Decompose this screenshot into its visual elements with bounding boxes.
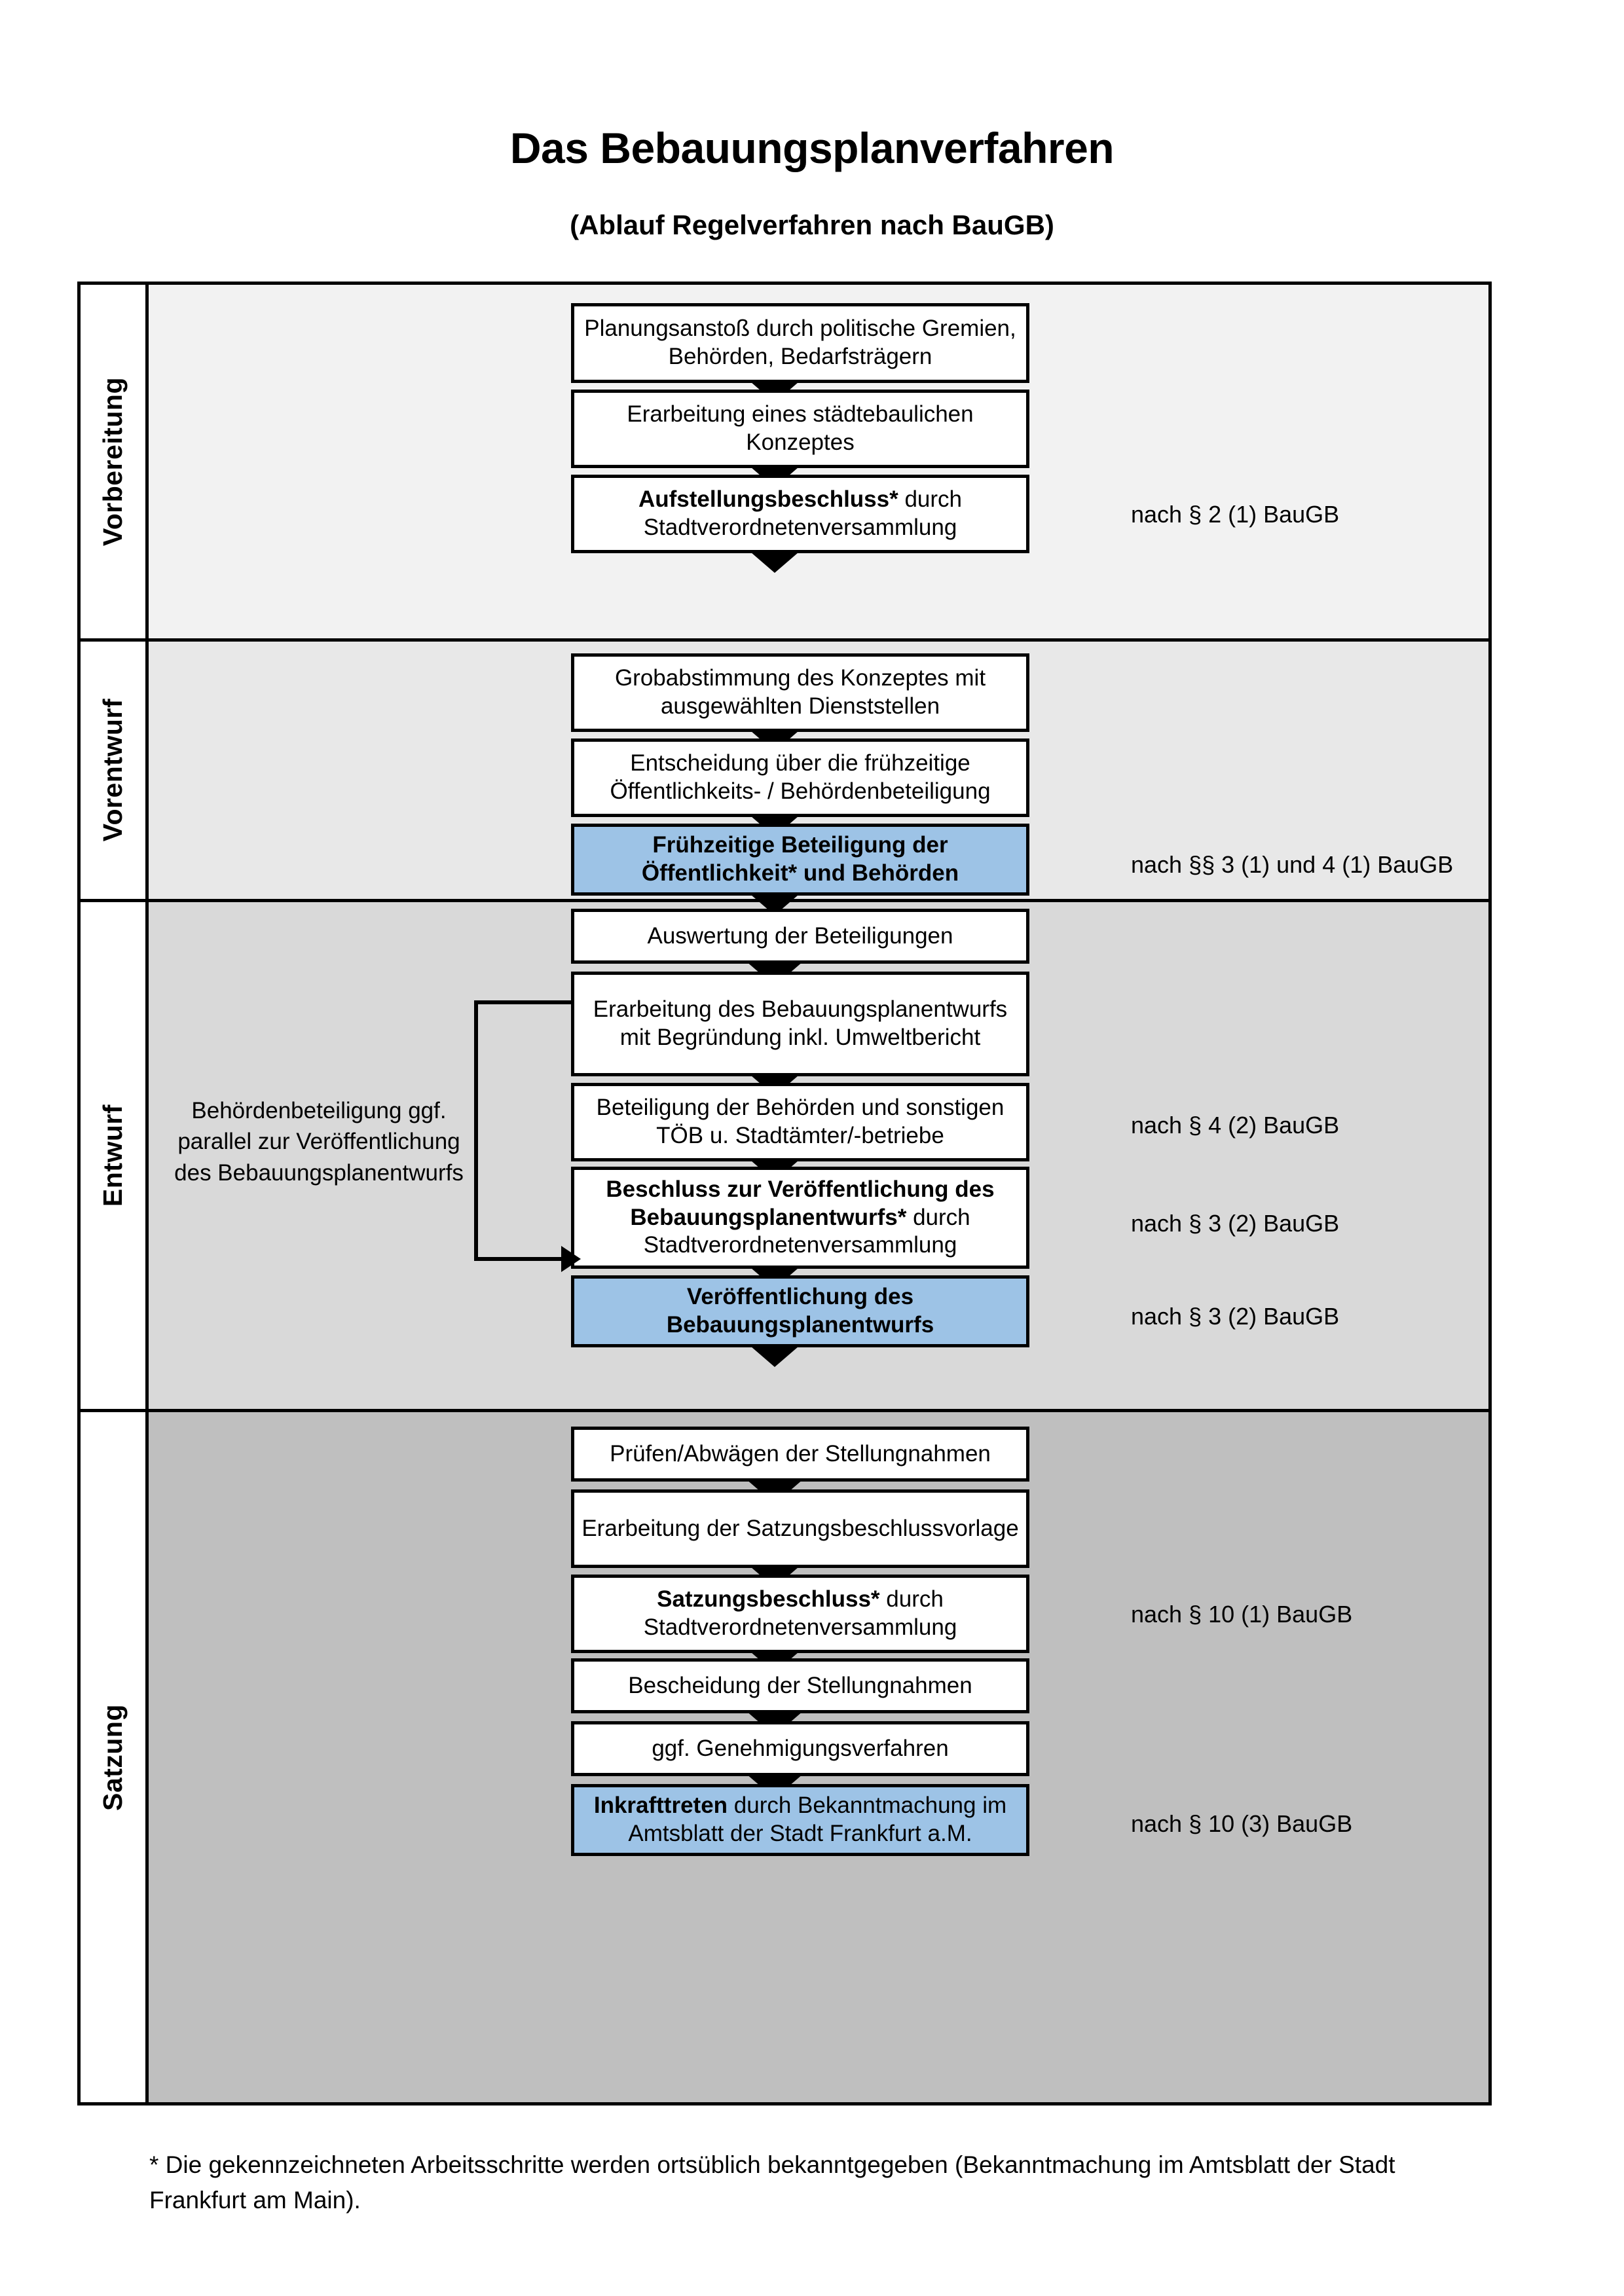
step-label: Prüfen/Abwägen der Stellungnahmen (610, 1440, 991, 1467)
note-par-3-1-4-1: nach §§ 3 (1) und 4 (1) BauGB (1131, 851, 1454, 878)
step-planungsanstoss[interactable]: Planungsanstoß durch politische Gremien,… (571, 303, 1029, 383)
note-par-4-2: nach § 4 (2) BauGB (1131, 1112, 1340, 1139)
step-label: Aufstellungsbeschluss* durch Stadtverord… (581, 486, 1020, 541)
step-label: Planungsanstoß durch politische Gremien,… (584, 316, 1016, 369)
step-label: Beteiligung der Behörden und sonstigen T… (596, 1095, 1005, 1148)
phase-satzung: Satzung Prüfen/Abwägen der Stellungnahme… (81, 1409, 1488, 2102)
step-label: Veröffentlichung des Bebauungsplanentwur… (666, 1284, 934, 1338)
phase-label-vorbereitung: Vorbereitung (81, 285, 149, 638)
step-erarbeitung-bebauungsplanentwurf[interactable]: Erarbeitung des Bebauungsplanentwurfs mi… (571, 972, 1029, 1076)
step-label: Auswertung der Beteiligungen (647, 922, 953, 949)
bracket-connector (474, 1000, 581, 1272)
step-veroeffentlichung-entwurf[interactable]: Veröffentlichung des Bebauungsplanentwur… (571, 1275, 1029, 1347)
phase-vorentwurf: Vorentwurf Grobabstimmung des Konzeptes … (81, 638, 1488, 915)
page-subtitle: (Ablauf Regelverfahren nach BauGB) (570, 210, 1054, 240)
step-label: Grobabstimmung des Konzeptes mit ausgewä… (614, 665, 986, 719)
step-label-bold: Beschluss zur Veröffentlichung des Bebau… (606, 1176, 995, 1230)
step-satzungsbeschluss[interactable]: Satzungsbeschluss* durch Stadtverordnete… (571, 1575, 1029, 1653)
step-inkrafttreten[interactable]: Inkrafttreten durch Bekanntmachung im Am… (571, 1784, 1029, 1856)
note-par-10-3: nach § 10 (3) BauGB (1131, 1810, 1353, 1837)
step-genehmigungsverfahren[interactable]: ggf. Genehmigungsverfahren (571, 1721, 1029, 1776)
step-beschluss-veroeffentlichung[interactable]: Beschluss zur Veröffentlichung des Bebau… (571, 1167, 1029, 1269)
phase-label-text: Vorentwurf (98, 699, 128, 842)
step-label: Inkrafttreten durch Bekanntmachung im Am… (581, 1792, 1020, 1848)
step-label-bold: Satzungsbeschluss* (657, 1586, 880, 1613)
step-label: Bescheidung der Stellungnahmen (628, 1672, 972, 1698)
step-label-rest: durch Stadtverordnetenversammlung (643, 486, 963, 540)
phase-label-vorentwurf: Vorentwurf (81, 642, 149, 899)
step-label: ggf. Genehmigungsverfahren (652, 1735, 949, 1761)
step-erarbeitung-satzungsbeschlussvorlage[interactable]: Erarbeitung der Satzungsbeschlussvorlage (571, 1489, 1029, 1568)
step-label: Entscheidung über die frühzeitige Öffent… (610, 750, 991, 804)
step-label: Erarbeitung der Satzungsbeschlussvorlage (581, 1515, 1019, 1541)
note-par-10-1: nach § 10 (1) BauGB (1131, 1601, 1353, 1628)
phase-body-vorbereitung: Planungsanstoß durch politische Gremien,… (149, 285, 1488, 638)
step-label-rest: durch Stadtverordnetenversammlung (643, 1586, 957, 1640)
step-beteiligung-behoerden-toeb[interactable]: Beteiligung der Behörden und sonstigen T… (571, 1083, 1029, 1161)
phase-label-satzung: Satzung (81, 1412, 149, 2102)
step-label-rest: durch Stadtverordnetenversammlung (643, 1204, 970, 1258)
step-label: Satzungsbeschluss* durch Stadtverordnete… (581, 1586, 1020, 1641)
step-label: Erarbeitung eines städtebaulichen Konzep… (627, 401, 974, 455)
step-auswertung-beteiligungen[interactable]: Auswertung der Beteiligungen (571, 909, 1029, 964)
step-label: Frühzeitige Beteiligung der Öffentlichke… (641, 832, 959, 886)
phase-label-entwurf: Entwurf (81, 902, 149, 1409)
phase-body-satzung: Prüfen/Abwägen der Stellungnahmen Erarbe… (149, 1412, 1488, 2102)
phase-label-text: Vorbereitung (98, 376, 128, 547)
footnote: * Die gekennzeichneten Arbeitsschritte w… (149, 2151, 1395, 2214)
note-par-3-2-b: nach § 3 (2) BauGB (1131, 1303, 1340, 1330)
page-title: Das Bebauungsplanverfahren (509, 124, 1115, 172)
step-label-bold: Inkrafttreten (593, 1793, 728, 1819)
note-par-2-1: nach § 2 (1) BauGB (1131, 501, 1340, 528)
step-label: Beschluss zur Veröffentlichung des Bebau… (581, 1176, 1020, 1260)
phase-body-entwurf: Behördenbeteiligung ggf. parallel zur Ve… (149, 902, 1488, 1409)
step-aufstellungsbeschluss[interactable]: Aufstellungsbeschluss* durch Stadtverord… (571, 475, 1029, 553)
step-staedtebauliches-konzept[interactable]: Erarbeitung eines städtebaulichen Konzep… (571, 390, 1029, 468)
phase-body-vorentwurf: Grobabstimmung des Konzeptes mit ausgewä… (149, 642, 1488, 915)
phase-entwurf: Entwurf Behördenbeteiligung ggf. paralle… (81, 899, 1488, 1409)
step-entscheidung-fruehzeitige-beteiligung[interactable]: Entscheidung über die frühzeitige Öffent… (571, 738, 1029, 817)
step-label-rest: durch Bekanntmachung im Amtsblatt der St… (628, 1793, 1007, 1846)
phase-label-text: Satzung (98, 1704, 128, 1811)
step-bescheidung-stellungnahmen[interactable]: Bescheidung der Stellungnahmen (571, 1658, 1029, 1713)
step-grobabstimmung[interactable]: Grobabstimmung des Konzeptes mit ausgewä… (571, 653, 1029, 732)
phase-label-text: Entwurf (98, 1104, 128, 1207)
step-pruefen-abwaegen[interactable]: Prüfen/Abwägen der Stellungnahmen (571, 1427, 1029, 1482)
step-fruehzeitige-beteiligung[interactable]: Frühzeitige Beteiligung der Öffentlichke… (571, 824, 1029, 896)
flowchart-frame: Vorbereitung Planungsanstoß durch politi… (77, 282, 1492, 2105)
step-label: Erarbeitung des Bebauungsplanentwurfs mi… (593, 996, 1008, 1050)
step-label-bold: Aufstellungsbeschluss* (638, 486, 898, 513)
side-note-behoerdenbeteiligung: Behördenbeteiligung ggf. parallel zur Ve… (174, 1098, 464, 1186)
note-par-3-2-a: nach § 3 (2) BauGB (1131, 1210, 1340, 1237)
phase-vorbereitung: Vorbereitung Planungsanstoß durch politi… (81, 285, 1488, 638)
